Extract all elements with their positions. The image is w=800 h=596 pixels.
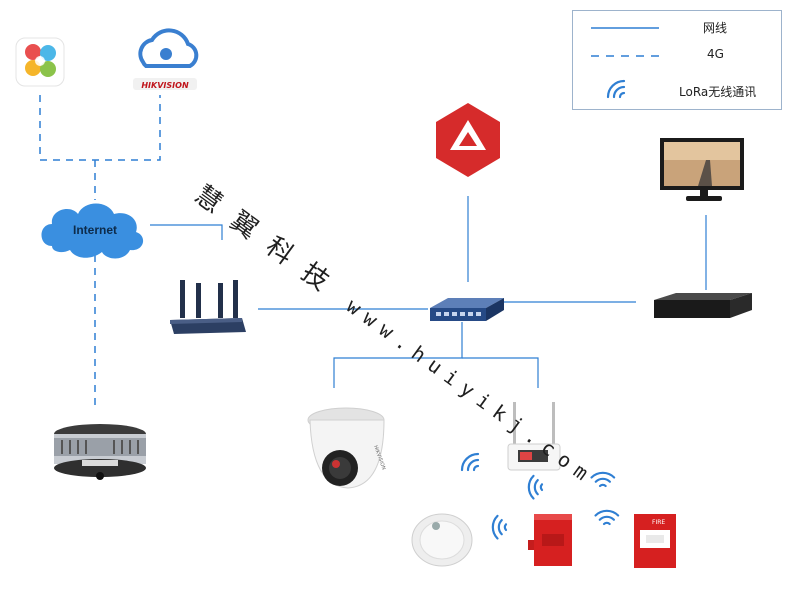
internet-cloud [41,203,144,259]
alarm-label: FIRE [652,519,665,526]
fire-alarm-siren [528,514,572,566]
smoke-detector [411,513,473,567]
wireless-icon [594,509,620,526]
wireless-icon [460,452,480,472]
router-icon [170,280,246,334]
legend-swatches [591,27,659,99]
manual-call-point [634,514,676,568]
network-switch [430,298,504,321]
cloud-router-link [150,224,223,240]
app-link-4g [39,95,161,161]
legend-wireless-icon [606,79,626,99]
lora-signal-icons [460,452,620,540]
platform-logo [436,103,500,177]
wireless-icon [590,471,616,488]
cellular-camera [54,424,146,480]
switch-gateway-link [462,357,539,388]
dome-camera [307,407,385,489]
wireless-icon [491,514,508,540]
solid-lan-links [150,196,707,388]
ezviz-app-icon [15,37,65,87]
wireless-icon [527,474,544,500]
legend-label-lora: LoRa无线通讯 [679,85,757,99]
monitor-icon [660,138,744,201]
hik-connect-cloud-icon [133,28,199,90]
dashed-4g-links [39,95,161,410]
hikvision-wordmark: HIKVISION [141,81,189,90]
legend: 网线 4G LoRa无线通讯 [572,10,782,110]
nvr-recorder [654,293,752,318]
legend-label-ethernet: 网线 [703,21,728,35]
switch-camera-link [333,322,463,388]
lora-gateway [507,402,561,471]
internet-label: Internet [73,223,117,237]
legend-label-4g: 4G [707,47,724,61]
